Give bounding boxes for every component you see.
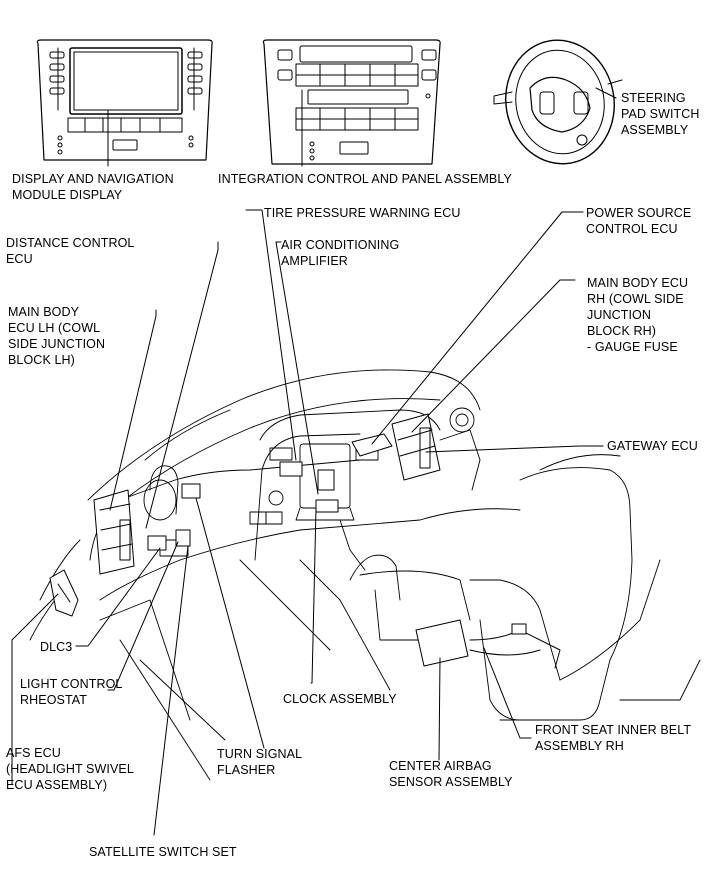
- component-drawings: [49, 413, 561, 669]
- label-tire-pressure-ecu: TIRE PRESSURE WARNING ECU: [264, 206, 461, 220]
- label-main-body-ecu-lh: MAIN BODY ECU LH (COWL SIDE JUNCTION BLO…: [8, 305, 106, 367]
- label-dlc3: DLC3: [40, 640, 73, 654]
- label-clock-assembly: CLOCK ASSEMBLY: [283, 692, 397, 706]
- leader-lines: [11, 87, 617, 836]
- label-light-control-rheostat: LIGHT CONTROL RHEOSTAT: [20, 677, 123, 707]
- label-main-body-ecu-rh: MAIN BODY ECU RH (COWL SIDE JUNCTION BLO…: [587, 276, 689, 354]
- label-power-source-ecu: POWER SOURCE CONTROL ECU: [586, 206, 692, 236]
- label-distance-control-ecu: DISTANCE CONTROL ECU: [6, 236, 135, 266]
- integration-panel-drawing: [262, 39, 441, 165]
- label-integration-panel: INTEGRATION CONTROL AND PANEL ASSEMBLY: [218, 172, 512, 186]
- label-display-nav-module: DISPLAY AND NAVIGATION MODULE DISPLAY: [12, 172, 174, 202]
- steering-wheel-drawing: [493, 39, 623, 165]
- label-steering-pad-switch: STEERING PAD SWITCH ASSEMBLY: [621, 91, 700, 137]
- label-afs-ecu: AFS ECU (HEADLIGHT SWIVEL ECU ASSEMBLY): [6, 746, 134, 792]
- label-center-airbag-sensor: CENTER AIRBAG SENSOR ASSEMBLY: [389, 759, 513, 789]
- label-air-conditioning-amplifier: AIR CONDITIONING AMPLIFIER: [281, 238, 400, 268]
- label-gateway-ecu: GATEWAY ECU: [607, 439, 698, 453]
- label-turn-signal-flasher: TURN SIGNAL FLASHER: [217, 747, 303, 777]
- vehicle-interior-drawing: [29, 369, 701, 781]
- label-front-seat-inner-belt: FRONT SEAT INNER BELT ASSEMBLY RH: [535, 723, 692, 753]
- display-nav-module-drawing: [36, 39, 213, 161]
- label-satellite-switch-set: SATELLITE SWITCH SET: [89, 845, 237, 859]
